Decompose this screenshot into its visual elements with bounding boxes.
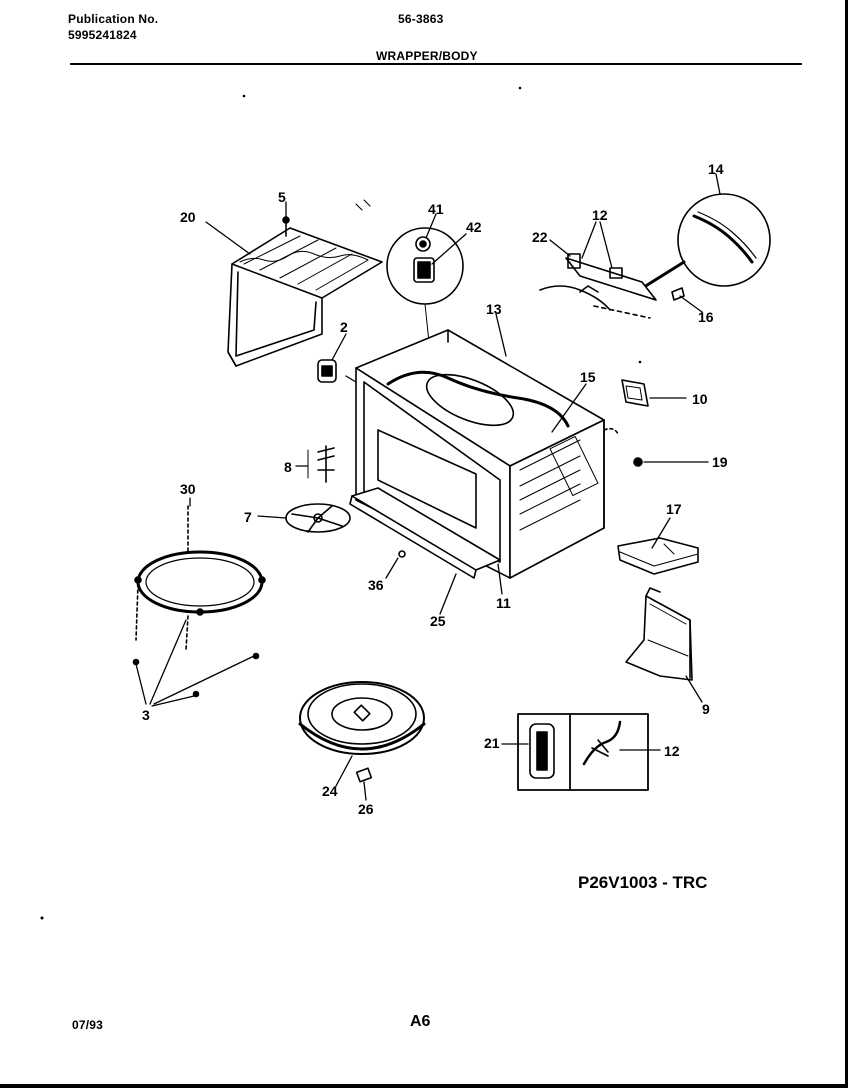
grille-part — [617, 537, 699, 575]
base-plate-part — [349, 487, 501, 579]
detail-circle-14 — [634, 193, 771, 294]
air-duct-part — [625, 587, 693, 681]
cover-plate-part — [621, 379, 649, 407]
revision-date: 07/93 — [72, 1018, 104, 1032]
callout-13: 13 — [486, 301, 502, 317]
callout-26: 26 — [358, 801, 374, 817]
callout-15: 15 — [580, 369, 596, 385]
callout-11: 11 — [496, 595, 511, 611]
callout-20: 20 — [180, 209, 196, 225]
callout-22: 22 — [532, 229, 548, 245]
screw-36-part — [398, 550, 406, 558]
callout-30: 30 — [180, 481, 196, 497]
coupler-part — [355, 767, 373, 783]
callout-42: 42 — [466, 219, 482, 235]
publication-number: 5995241824 — [68, 28, 137, 42]
callout-10: 10 — [692, 391, 708, 407]
roller-ring-part — [134, 505, 266, 651]
callout-9: 9 — [702, 701, 710, 717]
scan-marks — [40, 86, 642, 920]
callout-labels: 20 5 41 42 14 12 22 16 13 2 15 10 19 8 3… — [142, 161, 728, 817]
callout-41: 41 — [428, 201, 444, 217]
model-code: 56-3863 — [398, 12, 444, 26]
callout-5: 5 — [278, 189, 286, 205]
scan-edge-bottom — [0, 1084, 848, 1088]
callout-2: 2 — [340, 319, 348, 335]
callout-8: 8 — [284, 459, 292, 475]
switch-bracket-assembly — [539, 253, 685, 319]
fan-blade-part — [285, 503, 351, 533]
page-number: A6 — [410, 1013, 431, 1030]
callout-7: 7 — [244, 509, 252, 525]
turntable-tray-part — [298, 681, 426, 755]
callout-14: 14 — [708, 161, 724, 177]
wrapper-cover-part — [227, 227, 383, 367]
header-rule — [70, 63, 802, 65]
screw-19-part — [633, 457, 643, 467]
callout-16: 16 — [698, 309, 714, 325]
callout-19: 19 — [712, 454, 728, 470]
callout-21: 21 — [484, 735, 500, 751]
scan-edge-right — [845, 0, 848, 1088]
callout-25: 25 — [430, 613, 446, 629]
callout-12-bottom: 12 — [664, 743, 680, 759]
section-title: WRAPPER/BODY — [376, 49, 478, 63]
roller-parts — [132, 652, 260, 698]
callout-12-top: 12 — [592, 207, 608, 223]
oven-cavity-body — [355, 329, 619, 579]
callout-36: 36 — [368, 577, 384, 593]
motor-bracket-part — [307, 445, 335, 483]
small-bracket-part — [317, 359, 337, 383]
detail-circle-41-42 — [386, 227, 464, 474]
callout-17: 17 — [666, 501, 682, 517]
publication-label: Publication No. — [68, 12, 159, 26]
drawing-id: P26V1003 - TRC — [578, 873, 708, 892]
inset-box-21-12 — [517, 713, 649, 791]
callout-24: 24 — [322, 783, 338, 799]
callout-3: 3 — [142, 707, 150, 723]
leader-lines — [135, 173, 721, 801]
